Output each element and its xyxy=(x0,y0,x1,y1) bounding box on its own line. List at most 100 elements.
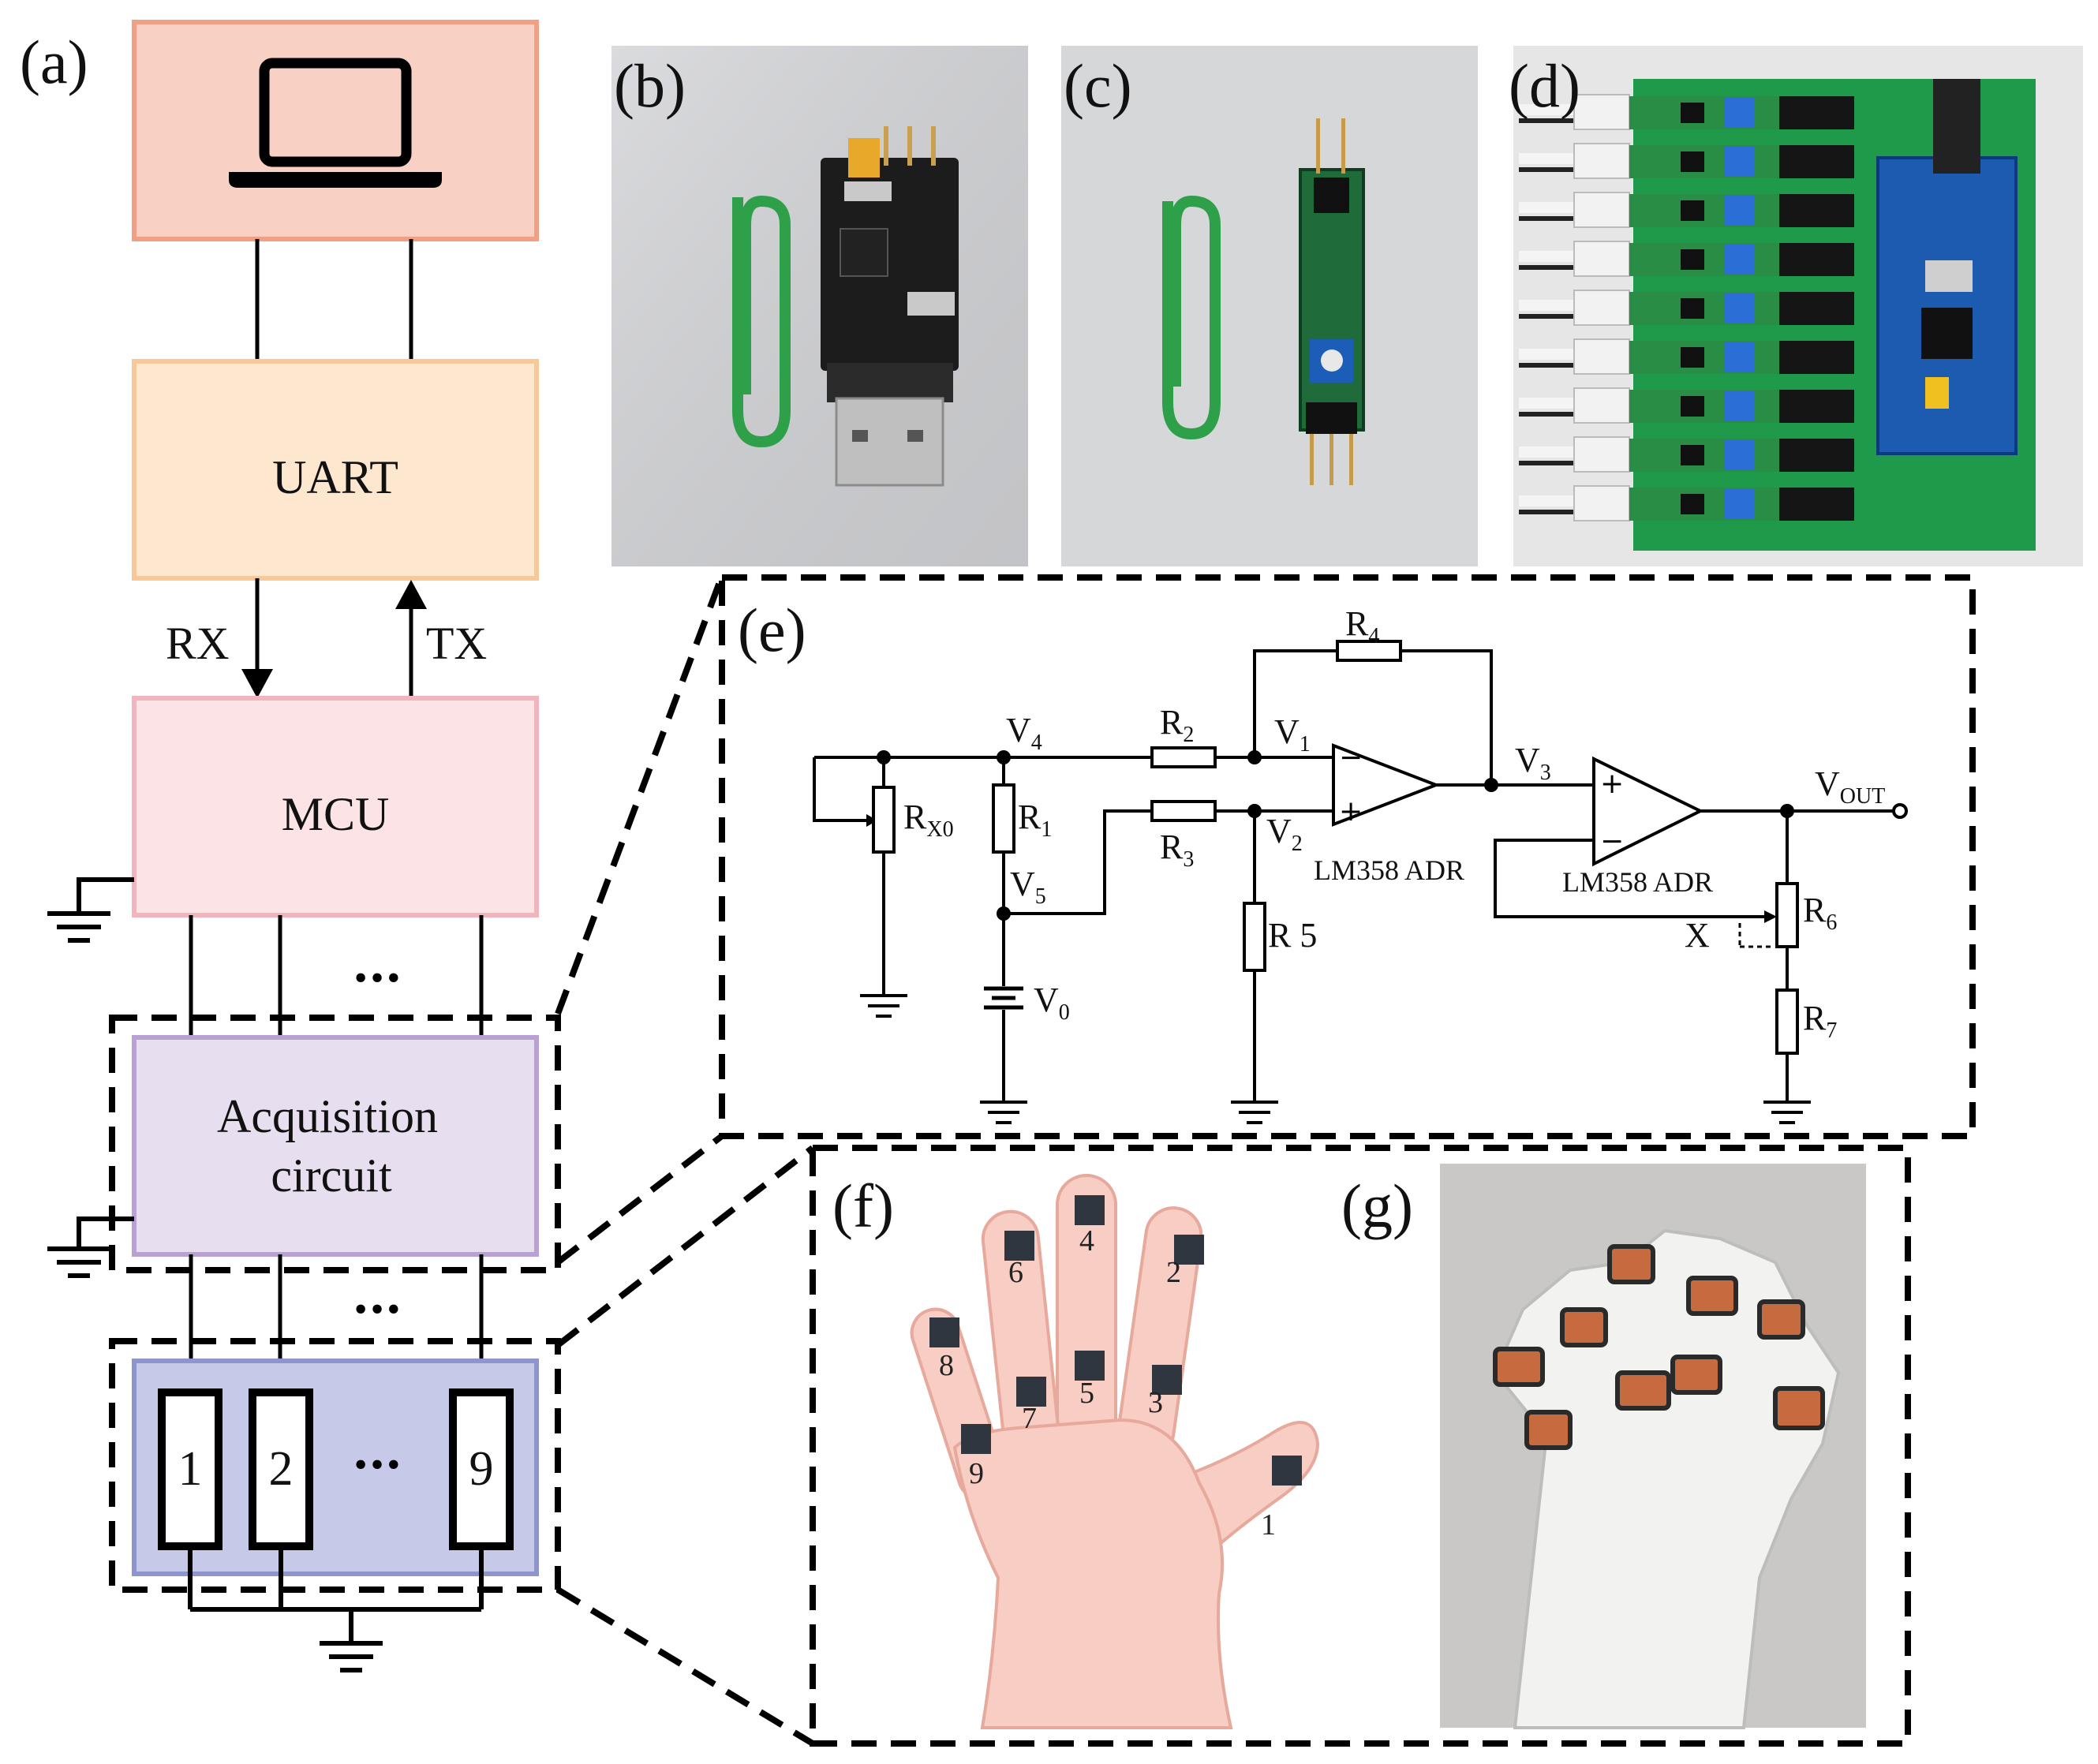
hand-sensor-number: 7 xyxy=(1022,1402,1037,1435)
circuit-resistors xyxy=(872,640,1799,1055)
pcb-channel-module xyxy=(1519,143,1854,179)
photo-glove xyxy=(1440,1164,1866,1729)
label-opamp2: LM358 ADR xyxy=(1562,866,1713,898)
circuit-dashed-frame xyxy=(719,574,1976,1139)
ground-icon xyxy=(1231,1101,1278,1124)
circuit-junctions xyxy=(877,750,1794,921)
sensor-resistor-1 xyxy=(158,1388,223,1550)
ground-icon xyxy=(860,994,907,1018)
photo-usb-uart xyxy=(611,46,1028,566)
tx-label: TX xyxy=(426,618,487,669)
bus-ellipsis-1: ••• xyxy=(354,957,403,999)
hand-sensor-number: 5 xyxy=(1079,1377,1094,1410)
label-v2: V2 xyxy=(1266,812,1303,856)
zoom-line-f-bottom xyxy=(555,1586,815,1747)
label-r4: R4 xyxy=(1345,604,1379,648)
laptop-icon xyxy=(229,58,442,188)
label-v5: V5 xyxy=(1010,865,1046,909)
hand-sensor-pad xyxy=(1272,1456,1302,1486)
label-v1: V1 xyxy=(1274,712,1311,757)
hand-sensor-number: 2 xyxy=(1166,1256,1181,1289)
panel-label-g: (g) xyxy=(1341,1172,1413,1240)
hand-dashed-frame xyxy=(810,1145,1911,1747)
zoom-line-f-top xyxy=(555,1145,815,1348)
panel-label-c: (c) xyxy=(1064,51,1132,120)
pcb-channel-module xyxy=(1519,192,1854,228)
hand-sensor-pad xyxy=(1152,1365,1182,1395)
sensor-number-2: 2 xyxy=(269,1442,294,1496)
pcb-channel-module xyxy=(1519,94,1854,130)
hand-sensor-pad xyxy=(929,1317,959,1347)
r6-wiper-arrow xyxy=(1764,910,1777,923)
label-r7: R7 xyxy=(1803,999,1837,1043)
label-v0: V0 xyxy=(1034,981,1070,1025)
rx-arrowhead xyxy=(241,669,273,698)
hand-sensor-number: 6 xyxy=(1008,1256,1023,1289)
hand-sensor-pad xyxy=(1004,1231,1034,1261)
ground-icon xyxy=(1763,1101,1811,1124)
opamp2-minus: − xyxy=(1600,825,1624,858)
label-r5: R 5 xyxy=(1268,916,1317,955)
rx-label: RX xyxy=(166,618,230,669)
pcb-channel-module xyxy=(1519,241,1854,277)
sensor-dashed-frame xyxy=(109,1338,561,1593)
pcb-channel-module xyxy=(1519,290,1854,326)
opamp1-minus: − xyxy=(1339,742,1363,774)
panel-label-e: (e) xyxy=(738,596,806,664)
panel-label-d: (d) xyxy=(1509,51,1580,120)
mcu-label: MCU xyxy=(282,788,390,840)
panel-label-a: (a) xyxy=(20,28,88,96)
vout-terminal xyxy=(1892,803,1908,819)
pcb-channel-rows xyxy=(1519,94,1854,521)
hand-sensor-number: 1 xyxy=(1261,1508,1276,1542)
bus-ellipsis-2: ••• xyxy=(354,1288,403,1330)
opamp-2 xyxy=(1592,756,1704,867)
sensor-ellipsis: ••• xyxy=(354,1444,403,1486)
label-opamp1: LM358 ADR xyxy=(1314,854,1464,886)
label-x: X xyxy=(1685,916,1710,955)
acquisition-dashed-frame xyxy=(109,1015,561,1273)
pcb-channel-module xyxy=(1519,387,1854,424)
sensor-ground-wiring xyxy=(188,1546,484,1641)
label-r1: R1 xyxy=(1018,798,1052,842)
label-v3: V3 xyxy=(1515,741,1551,785)
hand-sensor-pad xyxy=(961,1424,991,1454)
opamp1-plus: + xyxy=(1339,795,1363,828)
uart-label: UART xyxy=(272,451,398,503)
acquisition-label-1: Acquisition xyxy=(217,1090,438,1142)
pcb-channel-module xyxy=(1519,436,1854,473)
hand-sensor-pad xyxy=(1075,1195,1105,1225)
hand-sensor-pad xyxy=(1075,1351,1105,1381)
laptop-box xyxy=(132,20,539,241)
label-vout: VOUT xyxy=(1815,764,1885,809)
acquisition-box xyxy=(132,1035,539,1257)
paperclip-icon xyxy=(732,195,791,448)
acquisition-label-2: circuit xyxy=(271,1149,392,1202)
hand-sensor-number: 9 xyxy=(969,1457,984,1490)
paperclip-icon xyxy=(1162,195,1221,440)
tx-arrowhead xyxy=(395,580,427,609)
label-r6: R6 xyxy=(1803,891,1837,935)
panel-label-b: (b) xyxy=(614,51,686,120)
hand-sensor-pad xyxy=(1016,1377,1046,1407)
sensor-number-9: 9 xyxy=(469,1442,494,1496)
sensor-resistor-2 xyxy=(249,1388,313,1550)
hand-sensor-pad xyxy=(1174,1235,1204,1265)
hand-sensor-number: 4 xyxy=(1079,1224,1094,1258)
label-r2: R2 xyxy=(1160,703,1194,747)
label-rx0: RX0 xyxy=(903,798,954,842)
photo-amplifier-module xyxy=(1061,46,1478,566)
ground-icon xyxy=(47,877,134,943)
label-r3: R3 xyxy=(1160,828,1194,872)
opamp2-plus: + xyxy=(1600,768,1624,800)
mcu-box xyxy=(132,696,539,918)
panel-label-f: (f) xyxy=(832,1172,894,1240)
ground-icon xyxy=(980,1101,1027,1124)
pcb-channel-module xyxy=(1519,485,1854,521)
uart-box xyxy=(132,359,539,581)
ground-icon xyxy=(320,1641,383,1672)
label-v4: V4 xyxy=(1006,711,1042,755)
hand-sensor-number: 8 xyxy=(939,1349,954,1382)
